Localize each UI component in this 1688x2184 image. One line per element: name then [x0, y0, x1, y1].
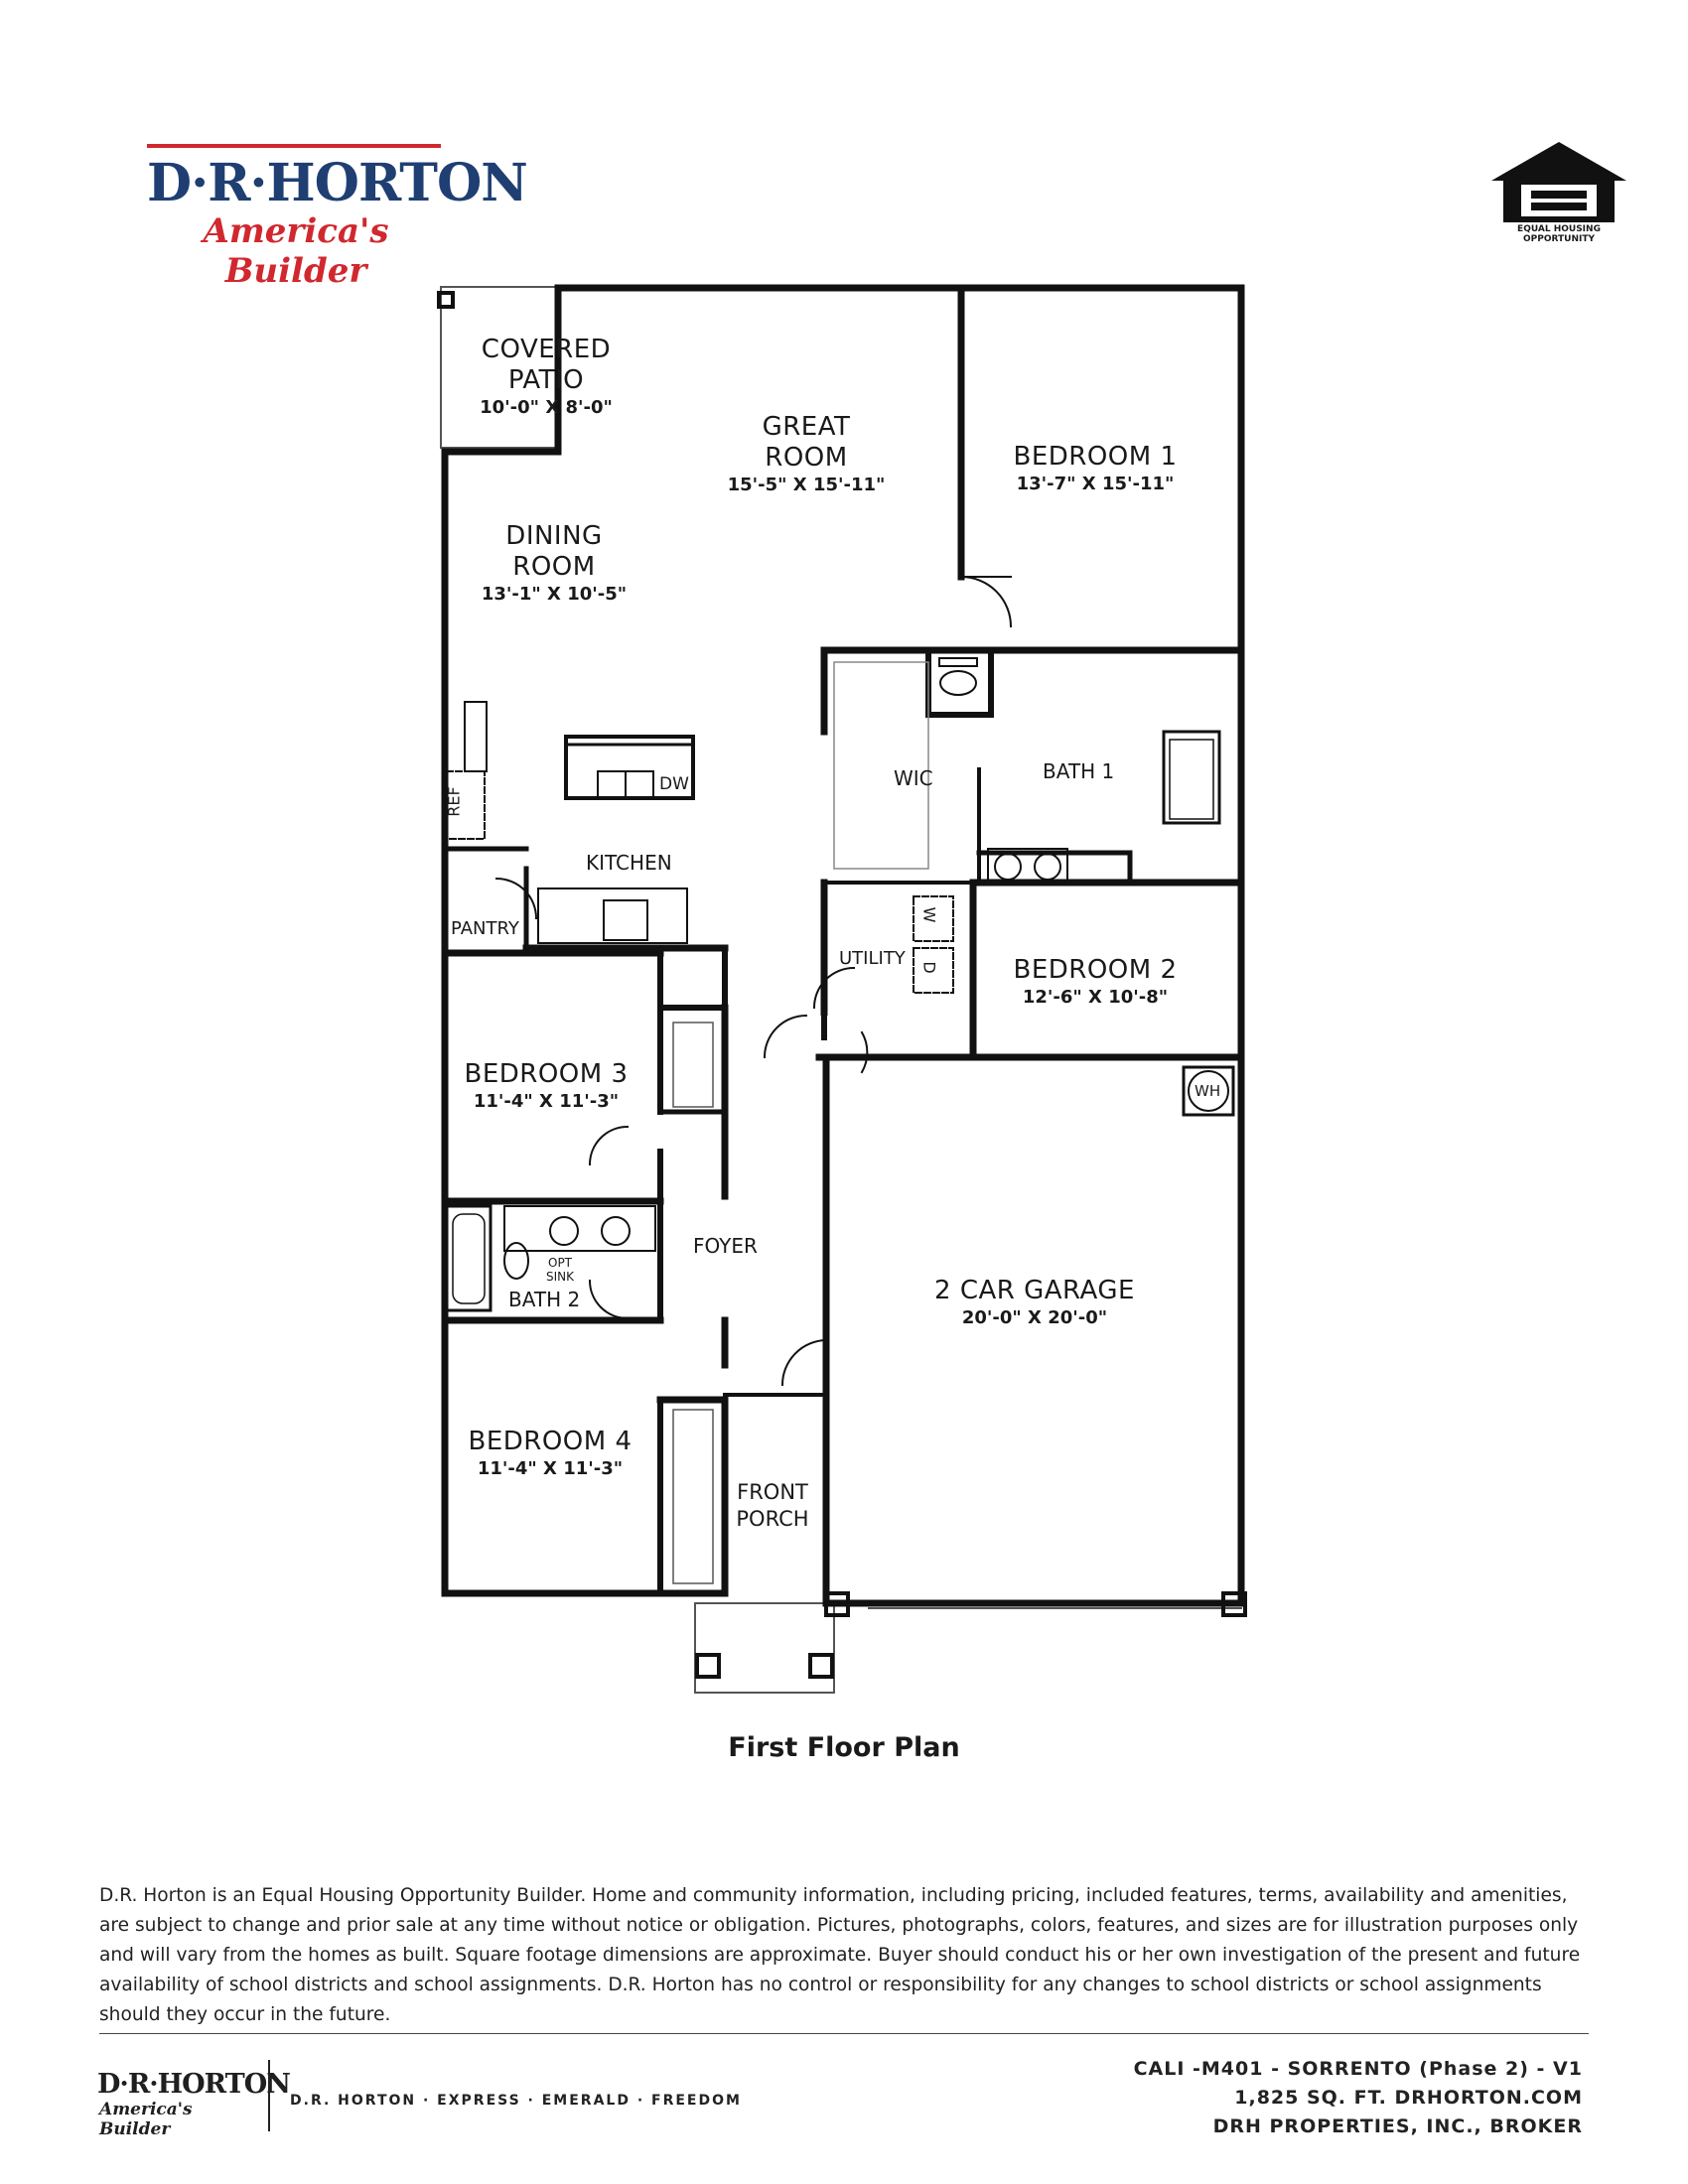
- bedroom4-dims: 11'-4" X 11'-3": [477, 1458, 624, 1479]
- logo-red-line: [147, 144, 441, 148]
- bedroom4-name: BEDROOM 4: [468, 1427, 633, 1456]
- front-porch-name1: FRONT: [737, 1480, 808, 1504]
- logo-tagline: America's Builder: [203, 211, 389, 291]
- front-porch-name2: PORCH: [736, 1507, 809, 1531]
- pantry-label: PANTRY: [451, 918, 519, 939]
- disclaimer-line2: are subject to change and prior sale at …: [99, 1915, 1579, 1936]
- great-room-name1: GREAT: [762, 412, 851, 442]
- footer-brands: D.R. HORTON · EXPRESS · EMERALD · FREEDO…: [290, 2093, 742, 2109]
- room-front-porch: FRONT PORCH: [736, 1479, 808, 1533]
- equal-housing-logo: EQUAL HOUSING OPPORTUNITY: [1487, 139, 1630, 248]
- footer-logo-tagline: America's Builder: [99, 2100, 193, 2139]
- covered-patio-dims: 10'-0" X 8'-0": [480, 397, 613, 418]
- disclaimer-line4: availability of school districts and sch…: [99, 1975, 1542, 1995]
- room-great-room: GREAT ROOM 15'-5" X 15'-11": [728, 412, 886, 497]
- floor-plan: COVERED PATIO 10'-0" X 8'-0" GREAT ROOM …: [417, 273, 1281, 1712]
- room-dining: DINING ROOM 13'-1" X 10'-5": [482, 521, 627, 607]
- garage-name: 2 CAR GARAGE: [934, 1276, 1135, 1305]
- eho-text-line1: EQUAL HOUSING: [1517, 224, 1601, 234]
- bath1-label: BATH 1: [1043, 759, 1115, 783]
- footer-sqft: 1,825 SQ. FT. DRHORTON.COM: [1234, 2087, 1583, 2109]
- great-room-dims: 15'-5" X 15'-11": [727, 475, 886, 495]
- foyer-label: FOYER: [693, 1234, 758, 1258]
- dryer-label: D: [919, 961, 939, 974]
- kitchen-label: KITCHEN: [586, 851, 672, 875]
- great-room-name2: ROOM: [765, 443, 848, 473]
- footer-plan-info: CALI -M401 - SORRENTO (Phase 2) - V1 1,8…: [1134, 2055, 1583, 2141]
- footer-broker: DRH PROPERTIES, INC., BROKER: [1212, 2116, 1583, 2137]
- dw-label: DW: [659, 774, 689, 794]
- room-bedroom4: BEDROOM 4 11'-4" X 11'-3": [468, 1427, 632, 1481]
- logo-wordmark: D·R·HORTON: [147, 153, 528, 213]
- opt-sink-line2: SINK: [546, 1270, 575, 1284]
- ref-label: REF: [444, 786, 464, 817]
- disclaimer: D.R. Horton is an Equal Housing Opportun…: [99, 1881, 1589, 2030]
- footer-logo-wordmark: D·R·HORTON: [97, 2069, 291, 2100]
- bedroom3-name: BEDROOM 3: [464, 1059, 629, 1089]
- footer-logo: D·R·HORTON America's Builder: [97, 2069, 291, 2140]
- dining-name2: ROOM: [512, 552, 596, 582]
- footer-divider: [99, 2033, 1589, 2034]
- room-covered-patio: COVERED PATIO 10'-0" X 8'-0": [480, 335, 613, 420]
- room-bedroom2: BEDROOM 2 12'-6" X 10'-8": [1013, 955, 1177, 1010]
- footer-vertical-divider: [268, 2060, 270, 2131]
- utility-label: UTILITY: [839, 948, 906, 969]
- disclaimer-line1: D.R. Horton is an Equal Housing Opportun…: [99, 1885, 1568, 1906]
- room-garage: 2 CAR GARAGE 20'-0" X 20'-0": [934, 1276, 1135, 1330]
- equal-housing-icon: [1491, 142, 1626, 222]
- washer-label: W: [919, 906, 939, 923]
- disclaimer-line5: should they occur in the future.: [99, 2004, 391, 2025]
- bedroom2-dims: 12'-6" X 10'-8": [1022, 987, 1169, 1008]
- wh-label: WH: [1195, 1082, 1221, 1100]
- bedroom2-name: BEDROOM 2: [1013, 955, 1178, 985]
- plan-caption: First Floor Plan: [728, 1732, 960, 1763]
- drhorton-logo: D·R·HORTON America's Builder: [147, 144, 528, 291]
- opt-sink-label: OPT SINK: [546, 1256, 574, 1284]
- footer-plan-id: CALI -M401 - SORRENTO (Phase 2) - V1: [1133, 2058, 1583, 2080]
- wic-label: WIC: [894, 766, 933, 790]
- covered-patio-name1: COVERED: [481, 335, 612, 364]
- dining-dims: 13'-1" X 10'-5": [481, 584, 628, 605]
- covered-patio-name2: PATIO: [507, 365, 585, 395]
- bedroom1-dims: 13'-7" X 15'-11": [1016, 474, 1175, 494]
- bedroom3-dims: 11'-4" X 11'-3": [473, 1091, 620, 1112]
- disclaimer-line3: and will vary from the homes as built. S…: [99, 1945, 1581, 1966]
- opt-sink-line1: OPT: [548, 1256, 573, 1270]
- bedroom1-name: BEDROOM 1: [1013, 442, 1178, 472]
- bath2-label: BATH 2: [508, 1288, 581, 1311]
- floor-plan-drawing: [437, 284, 1247, 1694]
- garage-dims: 20'-0" X 20'-0": [961, 1307, 1108, 1328]
- eho-text-line2: OPPORTUNITY: [1522, 234, 1595, 244]
- room-bedroom3: BEDROOM 3 11'-4" X 11'-3": [464, 1059, 628, 1114]
- room-bedroom1: BEDROOM 1 13'-7" X 15'-11": [1013, 442, 1177, 496]
- dining-name1: DINING: [505, 521, 603, 551]
